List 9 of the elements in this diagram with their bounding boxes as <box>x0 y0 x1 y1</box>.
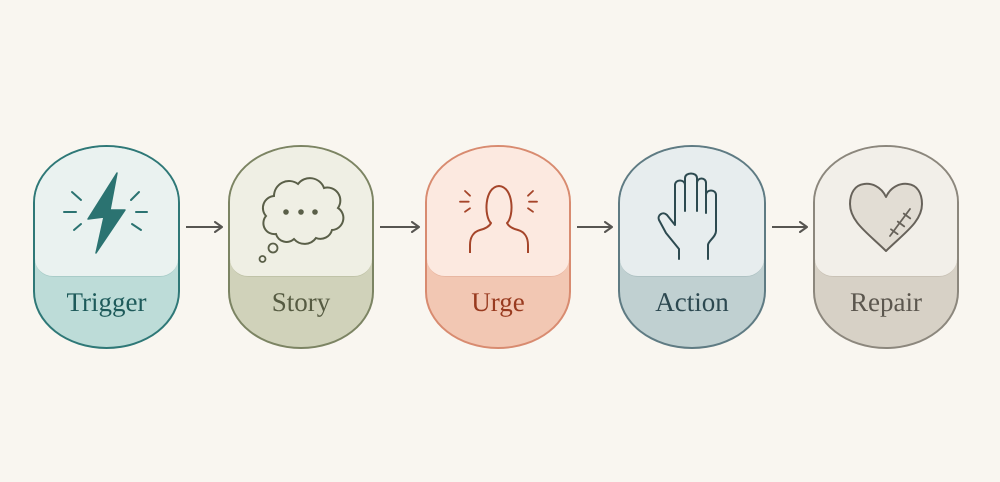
arrow <box>380 221 420 233</box>
stage-label: Story <box>272 286 330 319</box>
arrow <box>577 221 613 233</box>
stage-label: Action <box>655 286 729 319</box>
stage-label: Repair <box>850 286 922 319</box>
arrow <box>772 221 808 233</box>
stage-label: Trigger <box>66 286 146 319</box>
arrow <box>186 221 223 233</box>
stage-label: Urge <box>471 286 525 319</box>
